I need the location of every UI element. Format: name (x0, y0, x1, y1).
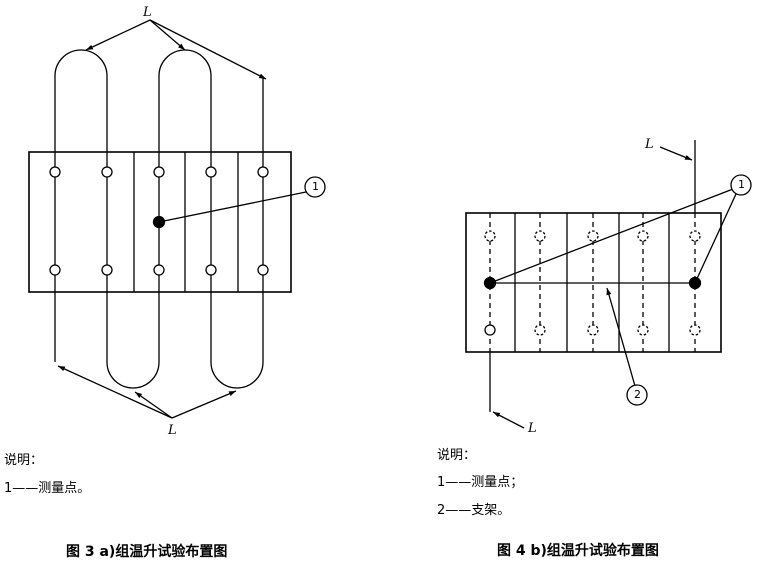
fig4-callout-1-number: 1 (738, 178, 745, 191)
fig3-measure-point (49, 264, 61, 276)
fig4-label-L-top: L (645, 137, 654, 152)
fig3-caption: 图 3 a)组温升试验布置图 (66, 544, 228, 560)
fig3-callout-circle (304, 176, 326, 198)
fig3-bottom-leader (134, 391, 173, 419)
fig4-legend-item-2: 2——支架。 (437, 503, 511, 518)
fig4-callout-2-number: 2 (634, 388, 641, 401)
fig3-top-leader (149, 19, 186, 51)
figure4-drawing (465, 140, 752, 429)
fig3-top-leader (149, 19, 267, 80)
fig4-measure-point (637, 230, 649, 242)
fig4-measure-point (587, 230, 599, 242)
fig3-bottom-leader (57, 365, 173, 419)
fig3-top-leader (85, 19, 151, 51)
fig4-callout-1-circle (730, 174, 752, 196)
fig3-callout-number: 1 (312, 180, 319, 193)
fig4-top-leader (659, 146, 693, 161)
fig4-label-L-bottom: L (528, 421, 537, 436)
fig3-bottom-leader (171, 390, 237, 419)
fig3-measure-point (101, 166, 113, 178)
fig3-legend-title: 说明： (4, 453, 44, 468)
fig3-measure-point (257, 166, 269, 178)
fig4-callout-2-circle (626, 384, 648, 406)
fig4-measure-point (689, 230, 701, 242)
fig3-measure-point (205, 166, 217, 178)
fig4-measure-point (587, 324, 599, 336)
fig4-measure-point (484, 324, 496, 336)
fig4-measure-point (484, 230, 496, 242)
fig3-label-L-bottom: L (168, 423, 177, 438)
fig4-legend-title: 说明： (437, 448, 477, 463)
figure3-drawing (28, 19, 326, 419)
fig4-measure-point (689, 324, 701, 336)
fig4-measure-point (534, 324, 546, 336)
fig4-measure-point (534, 230, 546, 242)
fig3-callout-leader (158, 191, 307, 223)
fig3-measure-point (101, 264, 113, 276)
fig3-legend-item-1: 1——测量点。 (4, 481, 91, 496)
fig3-measure-point (153, 166, 165, 178)
fig4-bottom-leader (492, 411, 525, 429)
fig4-caption: 图 4 b)组温升试验布置图 (497, 543, 659, 559)
fig4-callout-1-leader (489, 188, 734, 284)
fig3-measure-point (205, 264, 217, 276)
fig4-legend-item-1: 1——测量点； (437, 475, 524, 490)
fig3-unit-block (28, 151, 292, 293)
fig4-callout-2-leader (606, 287, 636, 387)
fig4-measure-point (637, 324, 649, 336)
fig3-measure-point (49, 166, 61, 178)
fig3-measure-point (257, 264, 269, 276)
fig3-label-L-top: L (143, 5, 152, 20)
fig4-callout-1-leader (694, 193, 737, 284)
fig3-measure-point (153, 264, 165, 276)
